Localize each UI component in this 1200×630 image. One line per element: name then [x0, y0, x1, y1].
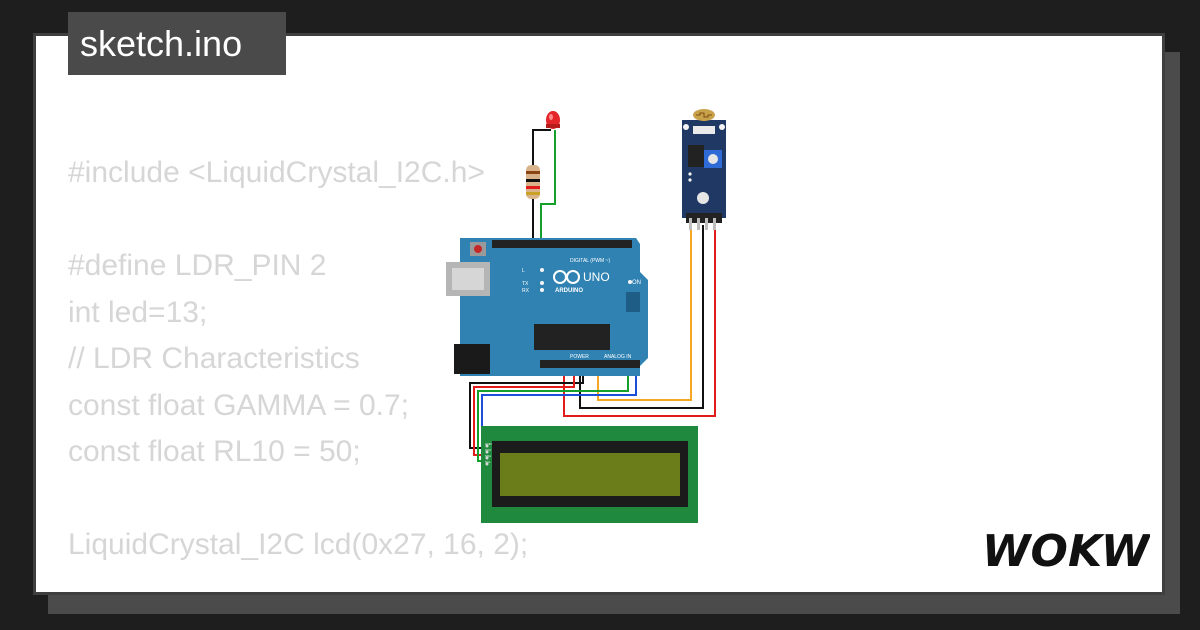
atmega-chip — [534, 324, 610, 350]
led-label-rx: RX — [522, 288, 530, 294]
lcd-1602-display[interactable]: GND VCC SDA SCL — [481, 426, 698, 523]
analog-header — [540, 360, 640, 368]
resistor[interactable] — [526, 165, 540, 199]
svg-text:WOKWi: WOKWi — [982, 526, 1150, 577]
digital-header — [492, 240, 632, 248]
code-line: const float GAMMA = 0.7; — [68, 388, 409, 422]
code-line: int led=13; — [68, 295, 208, 329]
code-preview: #include <LiquidCrystal_I2C.h> #define L… — [68, 150, 668, 569]
code-line: const float RL10 = 50; — [68, 435, 361, 468]
power-jack — [454, 344, 490, 374]
wire-lcd-sda — [477, 370, 629, 462]
led-label-l: L — [522, 268, 525, 274]
wire-led-anode — [540, 130, 556, 244]
wire-lcd-gnd — [469, 370, 584, 449]
arduino-logo-icon — [553, 270, 580, 284]
digital-label: DIGITAL (PWM ~) — [570, 258, 610, 264]
lcd-screen — [500, 453, 680, 496]
power-label: POWER — [570, 354, 589, 360]
code-line: #define LDR_PIN 2 — [68, 249, 327, 282]
ldr-sensor-module[interactable] — [682, 109, 726, 230]
file-tab[interactable]: sketch.ino — [68, 12, 286, 75]
lcd-pin-sda: SDA — [485, 454, 491, 458]
lcd-pin-vcc: VCC — [485, 448, 492, 452]
wire-led-cathode — [532, 129, 551, 244]
code-line: // LDR Characteristics — [68, 342, 360, 375]
code-line: LiquidCrystal_I2C lcd(0x27, 16, 2); — [68, 528, 529, 561]
lcd-pin-gnd: GND — [485, 442, 493, 446]
led-label-tx: TX — [522, 281, 529, 287]
on-led-label: ON — [632, 280, 641, 286]
lcd-pin-scl: SCL — [485, 460, 491, 464]
wokwi-logo-icon: WOKWi — [982, 526, 1150, 577]
wire-sensor-gnd — [579, 225, 704, 409]
board-model-label: UNO — [583, 270, 610, 284]
analog-label: ANALOG IN — [604, 354, 632, 360]
wire-sensor-vcc — [563, 225, 716, 417]
red-led[interactable] — [546, 111, 560, 129]
wire-sensor-signal — [597, 225, 692, 401]
board-brand-label: ARDUINO — [555, 288, 583, 294]
code-line: #include <LiquidCrystal_I2C.h> — [68, 156, 485, 189]
arduino-uno-board[interactable]: UNO ARDUINO ON DIGITAL (PWM ~) POWER ANA… — [446, 238, 648, 376]
